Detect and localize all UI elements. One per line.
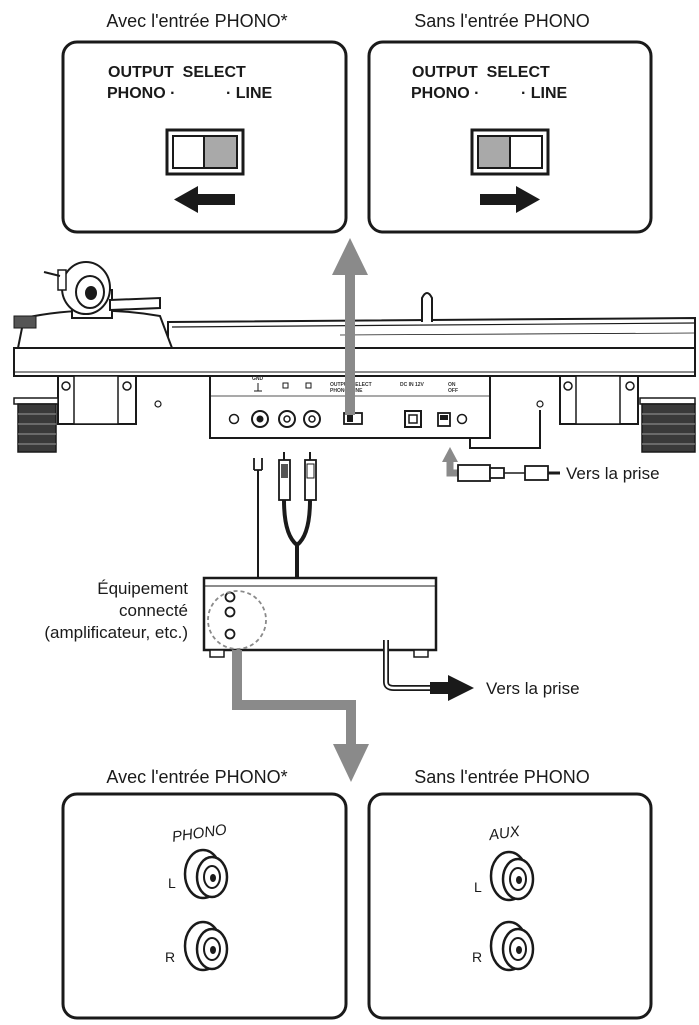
switch-label-line: · LINE xyxy=(521,85,568,102)
jack-panel-aux: AUX L R xyxy=(367,792,653,1020)
rca-jack-l-icon xyxy=(183,848,229,900)
switch-label-output-select: OUTPUT SELECT xyxy=(108,64,246,81)
label-dc-in: DC IN 12V xyxy=(400,382,425,388)
jack-panel-phono: PHONO L R xyxy=(61,792,348,1020)
label-equipment-3: (amplificateur, etc.) xyxy=(44,623,188,642)
slide-switch-line-position xyxy=(470,128,550,176)
label-on: ON xyxy=(448,382,456,388)
amp-gnd-terminal xyxy=(224,591,236,603)
rca-jack-r-icon xyxy=(183,920,229,972)
jack-label-r: R xyxy=(165,949,175,965)
arrow-right-icon xyxy=(430,675,474,701)
foot-left xyxy=(13,397,59,453)
switch-panel-line: OUTPUT SELECT PHONO · · LINE xyxy=(367,40,653,234)
label-off: OFF xyxy=(448,388,458,394)
gray-arrow-up-icon xyxy=(332,238,368,415)
caption-top-left: Avec l'entrée PHONO* xyxy=(106,11,287,31)
caption-bottom-right: Sans l'entrée PHONO xyxy=(414,767,590,787)
switch-label-phono: PHONO · xyxy=(107,85,175,102)
arrow-left-icon xyxy=(174,186,235,213)
amp-input-jack xyxy=(224,606,236,618)
label-to-outlet-1: Vers la prise xyxy=(566,464,660,483)
rca-jack-l-icon xyxy=(489,850,535,902)
arrow-right-icon xyxy=(480,186,540,213)
label-equipment-2: connecté xyxy=(119,601,188,620)
label-to-outlet-2: Vers la prise xyxy=(486,679,580,698)
caption-top-right: Sans l'entrée PHONO xyxy=(414,11,590,31)
switch-label-phono: PHONO · xyxy=(411,85,479,102)
slide-switch-phono-position xyxy=(165,128,245,176)
jack-label-l: L xyxy=(168,875,176,891)
jack-label-l: L xyxy=(474,879,482,895)
switch-label-output-select: OUTPUT SELECT xyxy=(412,64,550,81)
jack-title-aux: AUX xyxy=(487,823,522,844)
foot-right xyxy=(639,397,696,453)
screw-icon xyxy=(228,413,240,425)
screw-icon xyxy=(456,413,468,425)
amp-input-jack xyxy=(224,628,236,640)
highlight-circle xyxy=(207,590,267,650)
jack-label-r: R xyxy=(472,949,482,965)
rca-jack-r-icon xyxy=(489,920,535,972)
caption-bottom-left: Avec l'entrée PHONO* xyxy=(106,767,287,787)
power-adapter-plug xyxy=(442,447,560,482)
gray-arrow-down-icon xyxy=(232,650,369,782)
switch-label-line: · LINE xyxy=(226,85,273,102)
label-equipment-1: Équipement xyxy=(97,579,188,598)
amplifier xyxy=(202,576,438,691)
switch-panel-phono: OUTPUT SELECT PHONO · · LINE xyxy=(61,40,348,234)
ground-wire xyxy=(231,458,263,596)
label-gnd: GND xyxy=(252,376,264,382)
